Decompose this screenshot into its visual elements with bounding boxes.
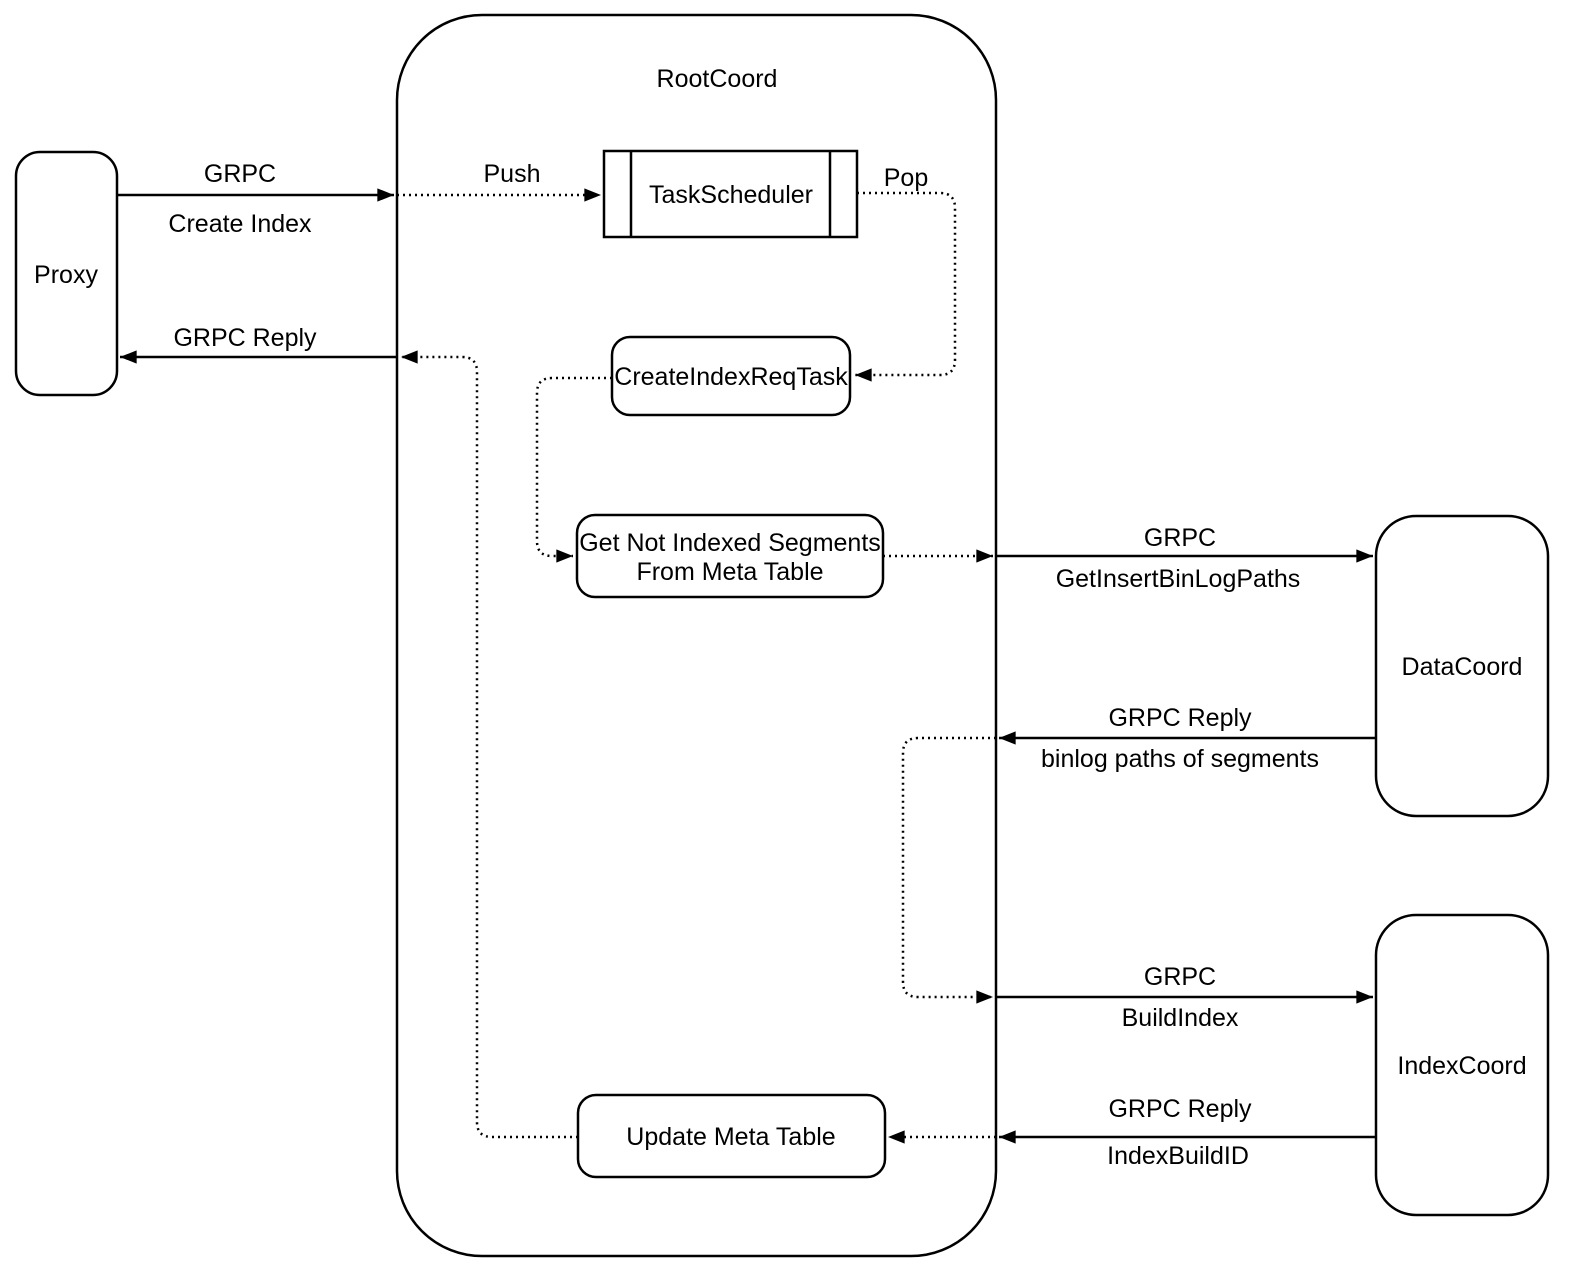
proxy-node <box>14 150 119 397</box>
edge-pop-dotted <box>855 191 957 382</box>
get-not-indexed-segments-label-line1: Get Not Indexed Segments <box>579 529 881 557</box>
edge-task-to-get-segments-dotted <box>535 376 612 563</box>
datacoord-node <box>1374 514 1550 818</box>
update-meta-table-label: Update Meta Table <box>626 1123 835 1151</box>
edge-build-index-label-line1: GRPC <box>1144 963 1216 991</box>
get-not-indexed-segments-label-line2: From Meta Table <box>636 558 823 586</box>
edge-binlog-paths-reply-label-line1: GRPC Reply <box>1108 704 1252 732</box>
edge-grpc-create-index-label-line2: Create Index <box>168 210 312 238</box>
edge-build-index-label-line2: BuildIndex <box>1122 1004 1239 1032</box>
rootcoord-container <box>395 13 998 1258</box>
edge-build-index-dotted <box>901 736 996 1004</box>
taskscheduler-label: TaskScheduler <box>649 181 813 209</box>
edge-pop-label: Pop <box>884 164 928 192</box>
indexcoord-label: IndexCoord <box>1397 1052 1526 1080</box>
edge-binlog-paths-reply-label-line2: binlog paths of segments <box>1041 745 1319 773</box>
edge-grpc-reply-to-proxy-label: GRPC Reply <box>173 324 317 352</box>
proxy-label: Proxy <box>34 261 98 289</box>
edge-update-to-reply-dotted <box>401 350 578 1139</box>
createindexreqtask-node <box>610 335 852 417</box>
edge-index-build-id-reply-label-line1: GRPC Reply <box>1108 1095 1252 1123</box>
datacoord-label: DataCoord <box>1402 653 1523 681</box>
edge-get-insert-binlog-paths-label-line2: GetInsertBinLogPaths <box>1056 565 1301 593</box>
edge-get-insert-binlog-paths-label-line1: GRPC <box>1144 524 1216 552</box>
edge-index-build-id-reply-label-line2: IndexBuildID <box>1107 1142 1249 1170</box>
taskscheduler-node <box>602 149 859 239</box>
edge-grpc-create-index-label-line1: GRPC <box>204 160 276 188</box>
edge-push-label: Push <box>484 160 541 188</box>
createindexreqtask-label: CreateIndexReqTask <box>614 363 848 391</box>
rootcoord-title: RootCoord <box>657 65 778 93</box>
indexcoord-node <box>1374 913 1550 1217</box>
